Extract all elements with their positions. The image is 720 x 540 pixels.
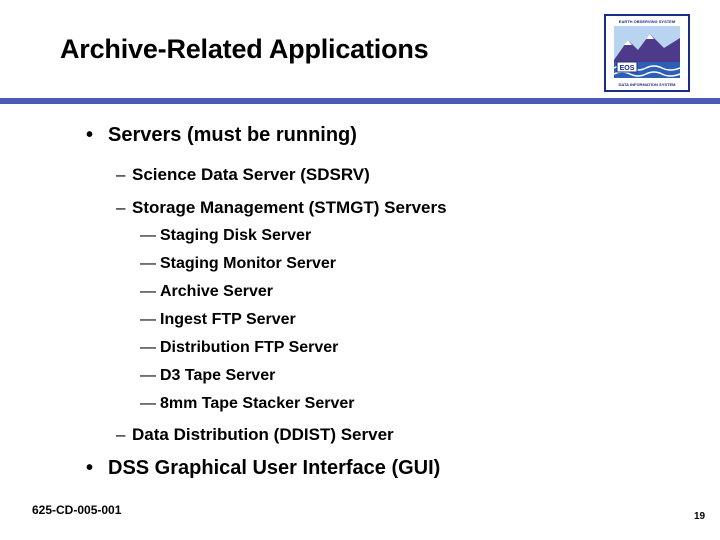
bullet-level3: —Staging Disk Server — [140, 227, 311, 245]
bullet-marker: — — [140, 339, 156, 356]
bullet-level2: –Storage Management (STMGT) Servers — [116, 198, 447, 218]
bullet-level2: –Data Distribution (DDIST) Server — [116, 425, 394, 445]
bullet-text: Storage Management (STMGT) Servers — [132, 198, 447, 217]
logo-label: EOS — [620, 65, 635, 72]
bullet-marker: — — [140, 367, 156, 384]
bullet-marker: — — [140, 395, 156, 412]
bullet-text: Data Distribution (DDIST) Server — [132, 425, 394, 444]
bullet-level3: —Ingest FTP Server — [140, 311, 296, 329]
bullet-marker: – — [116, 165, 126, 184]
bullet-level3: —D3 Tape Server — [140, 367, 275, 385]
document-id: 625-CD-005-001 — [32, 503, 122, 517]
bullet-marker: • — [86, 457, 94, 479]
bullet-text: DSS Graphical User Interface (GUI) — [108, 457, 441, 479]
bullet-level3: —8mm Tape Stacker Server — [140, 395, 354, 413]
bullet-text: Distribution FTP Server — [160, 339, 339, 356]
eos-logo-icon: EOS EARTH OBSERVING SYSTEM DATA INFORMAT… — [604, 14, 690, 92]
bullet-text: Staging Monitor Server — [160, 255, 337, 272]
bullet-marker: • — [86, 124, 94, 146]
page-number: 19 — [694, 511, 706, 522]
bullet-level2: –Science Data Server (SDSRV) — [116, 165, 370, 185]
bullet-text: Servers (must be running) — [108, 124, 357, 146]
bullet-level1: • DSS Graphical User Interface (GUI) — [86, 457, 440, 480]
slide-title: Archive-Related Applications — [60, 34, 429, 64]
logo-text-bottom: DATA INFORMATION SYSTEM — [619, 82, 677, 87]
bullet-text: D3 Tape Server — [160, 367, 276, 384]
bullet-marker: — — [140, 255, 156, 272]
bullet-text: Staging Disk Server — [160, 227, 312, 244]
bullet-marker: — — [140, 311, 156, 328]
bullet-marker: – — [116, 425, 126, 444]
bullet-text: 8mm Tape Stacker Server — [160, 395, 355, 412]
bullet-text: Science Data Server (SDSRV) — [132, 165, 370, 184]
logo-text-top: EARTH OBSERVING SYSTEM — [619, 19, 676, 24]
bullet-marker: – — [116, 198, 126, 217]
bullet-marker: — — [140, 283, 156, 300]
bullet-marker: — — [140, 227, 156, 244]
bullet-level1: • Servers (must be running) — [86, 124, 357, 147]
title-divider — [0, 98, 720, 104]
bullet-level3: —Archive Server — [140, 283, 273, 301]
bullet-level3: —Staging Monitor Server — [140, 255, 336, 273]
bullet-text: Archive Server — [160, 283, 273, 300]
bullet-level3: —Distribution FTP Server — [140, 339, 338, 357]
bullet-text: Ingest FTP Server — [160, 311, 296, 328]
